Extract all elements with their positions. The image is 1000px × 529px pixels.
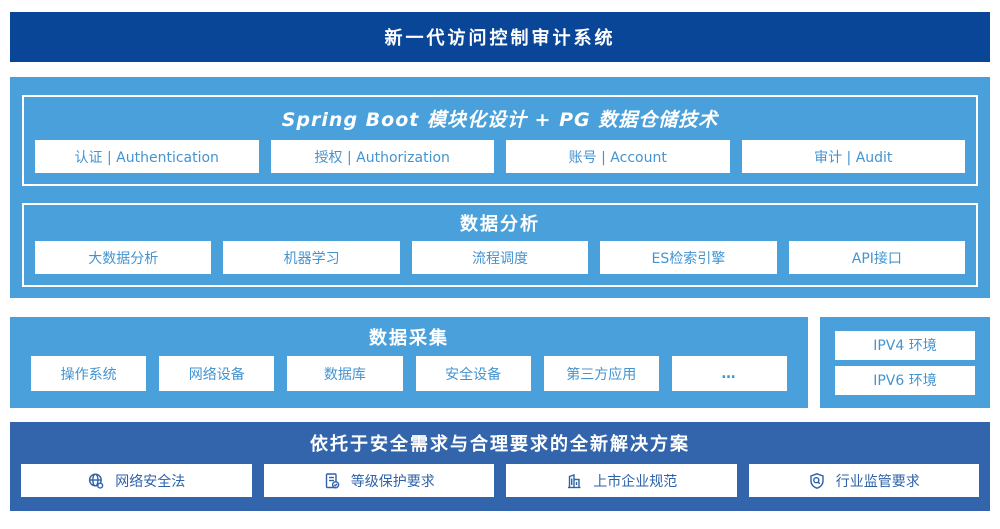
architecture-panel: Spring Boot 模块化设计 + PG 数据仓储技术 认证 | Authe… bbox=[10, 77, 990, 298]
springboot-section: Spring Boot 模块化设计 + PG 数据仓储技术 认证 | Authe… bbox=[22, 95, 978, 186]
analysis-workflow: 流程调度 bbox=[411, 241, 589, 274]
analysis-bigdata: 大数据分析 bbox=[35, 241, 212, 274]
building-icon bbox=[565, 472, 583, 490]
document-check-icon bbox=[323, 472, 341, 490]
solution-item-label: 行业监管要求 bbox=[835, 473, 920, 490]
solution-title: 依托于安全需求与合理要求的全新解决方案 bbox=[310, 434, 690, 455]
module-account: 账号 | Account bbox=[506, 140, 730, 173]
data-analysis-title: 数据分析 bbox=[460, 214, 540, 235]
solution-industry-regulation: 行业监管要求 bbox=[748, 464, 979, 497]
collect-more: … bbox=[671, 356, 788, 391]
springboot-title-zone: Spring Boot 模块化设计 + PG 数据仓储技术 bbox=[24, 97, 976, 140]
solution-panel: 依托于安全需求与合理要求的全新解决方案 网络安全法 bbox=[10, 422, 990, 511]
data-collection-title: 数据采集 bbox=[369, 327, 449, 349]
data-analysis-section: 数据分析 大数据分析 机器学习 流程调度 ES检索引擎 API接口 bbox=[22, 203, 978, 287]
data-analysis-row: 大数据分析 机器学习 流程调度 ES检索引擎 API接口 bbox=[24, 241, 976, 285]
globe-icon bbox=[87, 472, 105, 490]
module-authorization: 授权 | Authorization bbox=[270, 140, 494, 173]
solution-title-zone: 依托于安全需求与合理要求的全新解决方案 bbox=[10, 422, 990, 464]
module-authentication: 认证 | Authentication bbox=[35, 140, 259, 173]
page-title: 新一代访问控制审计系统 bbox=[384, 28, 616, 49]
data-collection-row: 操作系统 网络设备 数据库 安全设备 第三方应用 … bbox=[10, 356, 808, 391]
data-collection-title-zone: 数据采集 bbox=[10, 317, 808, 356]
solution-listed-company: 上市企业规范 bbox=[506, 464, 737, 497]
solution-item-label: 网络安全法 bbox=[115, 473, 186, 490]
springboot-module-row: 认证 | Authentication 授权 | Authorization 账… bbox=[24, 140, 976, 184]
springboot-title: Spring Boot 模块化设计 + PG 数据仓储技术 bbox=[281, 109, 719, 131]
solution-classified-protection: 等级保护要求 bbox=[263, 464, 494, 497]
solution-row: 网络安全法 等级保护要求 bbox=[10, 464, 990, 497]
collect-network-device: 网络设备 bbox=[159, 356, 275, 391]
analysis-api: API接口 bbox=[788, 241, 966, 274]
ipv4-environment: IPV4 环境 bbox=[835, 330, 975, 360]
data-analysis-title-zone: 数据分析 bbox=[24, 205, 976, 241]
analysis-machine-learning: 机器学习 bbox=[223, 241, 400, 274]
collect-security-device: 安全设备 bbox=[415, 356, 531, 391]
solution-item-label: 上市企业规范 bbox=[593, 473, 678, 490]
data-collection-panel: 数据采集 操作系统 网络设备 数据库 安全设备 第三方应用 … bbox=[10, 317, 808, 408]
collect-database: 数据库 bbox=[287, 356, 403, 391]
shield-search-icon bbox=[808, 472, 826, 490]
ip-environment-panel: IPV4 环境 IPV6 环境 bbox=[820, 317, 990, 408]
analysis-es-search: ES检索引擎 bbox=[600, 241, 777, 274]
solution-cybersecurity-law: 网络安全法 bbox=[21, 464, 252, 497]
system-title-banner: 新一代访问控制审计系统 bbox=[10, 12, 990, 62]
module-audit: 审计 | Audit bbox=[741, 140, 965, 173]
ipv6-environment: IPV6 环境 bbox=[835, 365, 975, 395]
solution-item-label: 等级保护要求 bbox=[350, 473, 435, 490]
collect-os: 操作系统 bbox=[31, 356, 147, 391]
collect-third-party: 第三方应用 bbox=[543, 356, 659, 391]
